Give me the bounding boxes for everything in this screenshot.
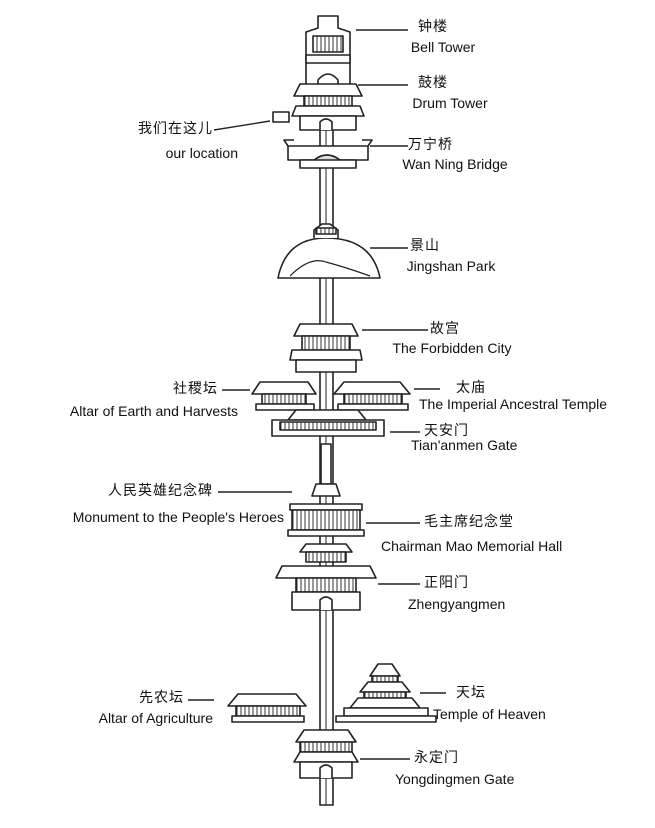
- altar-agriculture-building: [227, 693, 307, 723]
- altar-earth-harvests-label-zh: 社稷坛: [173, 381, 218, 397]
- wan-ning-bridge-structure: [283, 139, 373, 169]
- monument-heroes-label-en: Monument to the People's Heroes: [72, 509, 284, 525]
- tiananmen-gate-label-en: Tian'anmen Gate: [411, 437, 518, 453]
- forbidden-city-label-zh: 故宫: [430, 321, 460, 337]
- drum-tower-label-zh: 鼓楼: [418, 75, 448, 91]
- mao-memorial-hall-label-en: Chairman Mao Memorial Hall: [381, 538, 563, 554]
- temple-of-heaven-label-en: Temple of Heaven: [433, 706, 546, 722]
- location-marker-box: [272, 111, 290, 123]
- temple-of-heaven-building: [335, 663, 437, 723]
- mao-memorial-hall-label-zh: 毛主席纪念堂: [424, 514, 514, 530]
- monument-heroes-obelisk: [311, 443, 341, 497]
- temple-of-heaven-label-zh: 天坛: [456, 685, 486, 701]
- zhengyangmen-label-zh: 正阳门: [424, 575, 469, 591]
- altar-agriculture-label-en: Altar of Agriculture: [98, 710, 213, 726]
- location-marker-label-zh: 我们在这儿: [138, 121, 213, 137]
- monument-heroes-label-zh: 人民英雄纪念碑: [108, 483, 213, 499]
- drum-tower-label-en: Drum Tower: [412, 95, 488, 111]
- imperial-ancestral-temple-label-en: The Imperial Ancestral Temple: [419, 396, 608, 412]
- jingshan-park-label-zh: 景山: [410, 238, 440, 254]
- yongdingmen-gate-label-en: Yongdingmen Gate: [395, 771, 515, 787]
- leader-lines: [188, 29, 446, 760]
- tiananmen-gate-building: [271, 409, 385, 437]
- bell-tower-label-zh: 钟楼: [418, 19, 448, 35]
- altar-agriculture-label-zh: 先农坛: [139, 690, 184, 706]
- mao-memorial-hall-building: [287, 503, 365, 537]
- bell-tower-label-en: Bell Tower: [410, 39, 476, 55]
- drum-tower-building: [291, 83, 365, 131]
- jingshan-park-hill: [277, 223, 381, 279]
- tiananmen-gate-label-zh: 天安门: [424, 423, 469, 439]
- forbidden-city-label-en: The Forbidden City: [392, 340, 512, 356]
- zhengyangmen-building: [275, 543, 377, 611]
- imperial-ancestral-temple-label-zh: 太庙: [456, 380, 486, 396]
- wan-ning-bridge-label-en: Wan Ning Bridge: [402, 156, 508, 172]
- altar-earth-harvests-building: [251, 381, 317, 411]
- yongdingmen-gate-building: [293, 729, 359, 779]
- yongdingmen-gate-label-zh: 永定门: [414, 750, 459, 766]
- imperial-ancestral-temple-building: [333, 381, 411, 411]
- forbidden-city-building: [289, 323, 363, 373]
- wan-ning-bridge-label-zh: 万宁桥: [408, 137, 453, 153]
- altar-earth-harvests-label-en: Altar of Earth and Harvests: [69, 403, 238, 419]
- location-marker-label-en: our location: [165, 145, 238, 161]
- jingshan-park-label-en: Jingshan Park: [406, 258, 496, 274]
- zhengyangmen-label-en: Zhengyangmen: [408, 596, 506, 612]
